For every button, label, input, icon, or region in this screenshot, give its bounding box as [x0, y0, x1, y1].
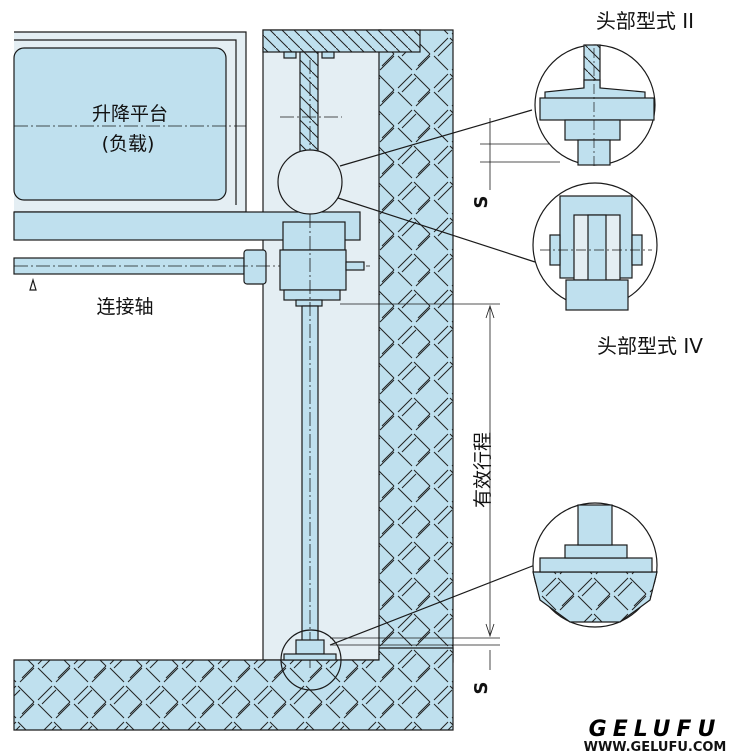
jack-flange [282, 221, 346, 251]
screw-jack [279, 249, 347, 291]
load-label: (负载) [102, 133, 155, 155]
detail-head-type-2 [534, 44, 656, 168]
head-type-4-label: 头部型式 IV [597, 334, 703, 358]
coupling [243, 249, 267, 285]
pit-space [262, 29, 382, 661]
s-label-top: S [471, 196, 492, 209]
arrow-icon [29, 277, 37, 291]
detail-marker-bottom [280, 629, 342, 691]
platform-label: 升降平台 [92, 103, 168, 125]
s-label-bottom: S [471, 682, 492, 695]
stroke-label: 有效行程 [472, 432, 494, 508]
logo-brand: GELUFU [589, 717, 722, 742]
detail-head-type-4 [532, 182, 658, 311]
top-slab [262, 29, 421, 53]
shaft-label: 连接轴 [96, 296, 153, 318]
hanger-post [299, 51, 319, 153]
detail-base [532, 502, 658, 628]
head-type-2-label: 头部型式 II [596, 9, 694, 33]
logo-url: WWW.GELUFU.COM [584, 740, 727, 754]
floor-slab [13, 647, 454, 731]
detail-marker-top [277, 149, 343, 215]
concrete-wall [378, 29, 454, 663]
platform-body [13, 47, 227, 201]
